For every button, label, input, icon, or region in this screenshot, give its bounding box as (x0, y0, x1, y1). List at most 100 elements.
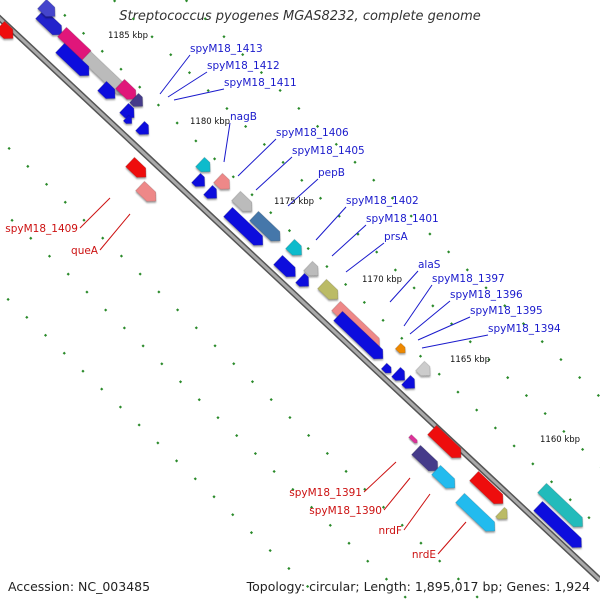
gene-arrow[interactable] (495, 506, 512, 523)
gene-arrow[interactable] (333, 310, 388, 363)
gene-arrow[interactable] (455, 492, 500, 535)
gene-arrow[interactable] (537, 482, 588, 531)
gene-label-spym18_1402[interactable]: spyM18_1402 (346, 195, 419, 207)
track-dot (456, 390, 460, 394)
track-dot (393, 268, 397, 272)
gene-label-spym18_1411[interactable]: spyM18_1411 (224, 77, 297, 89)
gene-arrow[interactable] (285, 238, 307, 259)
gene-label-pepb[interactable]: pepB (318, 167, 345, 179)
gene-arrow[interactable] (431, 464, 460, 492)
label-leader (315, 206, 347, 241)
gene-label-spym18_1406[interactable]: spyM18_1406 (276, 127, 349, 139)
gene-label-spym18_1395[interactable]: spyM18_1395 (470, 305, 543, 317)
gene-arrow[interactable] (380, 362, 394, 376)
track-dot (232, 362, 236, 366)
gene-arrow[interactable] (203, 184, 222, 203)
gene-arrow[interactable] (427, 424, 466, 462)
gene-label-spym18_1405[interactable]: spyM18_1405 (292, 145, 365, 157)
track-dot (176, 308, 180, 312)
gene-arrow[interactable] (125, 156, 151, 182)
label-leader (389, 270, 419, 303)
track-dot (235, 434, 239, 438)
gene-arrow[interactable] (249, 210, 285, 245)
gene-label-spym18_1412[interactable]: spyM18_1412 (207, 60, 280, 72)
label-leader (403, 284, 433, 327)
track-dot (44, 182, 49, 186)
gene-arrow[interactable] (213, 172, 235, 193)
track-dot (287, 229, 292, 233)
track-dot (297, 106, 301, 110)
gene-arrow[interactable] (195, 156, 215, 176)
track-dot (400, 336, 404, 340)
gene-label-nrdf[interactable]: nrdF (379, 525, 403, 537)
track-dot (197, 398, 201, 402)
track-dot (524, 394, 529, 398)
gene-arrow[interactable] (35, 8, 67, 39)
track-dot (531, 462, 535, 466)
gene-arrow[interactable] (411, 444, 443, 475)
gene-arrow[interactable] (191, 172, 210, 191)
track-dot (493, 426, 497, 430)
gene-arrow[interactable] (415, 360, 435, 380)
track-dot (203, 17, 207, 21)
gene-arrow[interactable] (135, 180, 161, 206)
gene-label-spym18_1394[interactable]: spyM18_1394 (488, 323, 561, 335)
gene-label-prsa[interactable]: prsA (384, 231, 408, 243)
gene-label-nrde[interactable]: nrdE (412, 549, 436, 561)
track-dot (325, 264, 329, 269)
track-dot (10, 218, 14, 222)
label-leader (99, 213, 131, 251)
gene-label-nagb[interactable]: nagB (230, 111, 257, 123)
track-dot (231, 513, 235, 517)
track-dot (543, 411, 547, 416)
track-dot (356, 232, 360, 236)
gene-label-spym18_1413[interactable]: spyM18_1413 (190, 43, 263, 55)
gene-arrow[interactable] (97, 80, 120, 103)
track-dot (119, 254, 124, 258)
gene-arrow[interactable] (223, 206, 268, 249)
gene-label-spym18_1391[interactable]: spyM18_1391 (289, 487, 362, 499)
gene-arrow[interactable] (533, 500, 586, 552)
gene-label-spym18_1396[interactable]: spyM18_1396 (450, 289, 523, 301)
track-dot (449, 322, 454, 326)
gene-arrow[interactable] (408, 434, 419, 445)
gene-arrow[interactable] (317, 278, 343, 304)
gene-arrow[interactable] (231, 190, 257, 216)
topology-text: Topology: circular; Length: 1,895,017 bp… (246, 579, 590, 594)
gene-arrow[interactable] (135, 120, 154, 139)
gene-arrow[interactable] (0, 20, 18, 43)
track-dot (581, 447, 585, 451)
gene-label-quea[interactable]: queA (71, 245, 99, 257)
gene-arrow[interactable] (273, 254, 300, 281)
label-leader (223, 122, 231, 163)
track-dot (62, 351, 66, 355)
gene-arrow[interactable] (469, 470, 508, 508)
gene-arrow[interactable] (122, 114, 134, 126)
track-dot (390, 196, 395, 200)
scale-tick-label: 1170 kbp (362, 275, 402, 285)
track-dot (82, 218, 86, 222)
gene-arrow[interactable] (115, 78, 141, 104)
label-leader (409, 300, 451, 335)
track-dot (272, 469, 276, 474)
gene-label-spym18_1397[interactable]: spyM18_1397 (432, 273, 505, 285)
gene-label-spym18_1390[interactable]: spyM18_1390 (309, 505, 382, 517)
track-dot (307, 433, 311, 438)
gene-label-spym18_1409[interactable]: spyM18_1409 (5, 223, 78, 235)
gene-arrow[interactable] (401, 374, 420, 393)
gene-arrow[interactable] (394, 342, 408, 356)
gene-arrow[interactable] (37, 0, 60, 21)
gene-label-spym18_1401[interactable]: spyM18_1401 (366, 213, 439, 225)
gene-arrow[interactable] (303, 260, 323, 280)
gene-arrow[interactable] (295, 272, 314, 291)
track-dot (506, 376, 510, 380)
gene-arrow[interactable] (129, 92, 148, 111)
gene-arrow[interactable] (55, 42, 94, 80)
track-dot (85, 290, 89, 294)
track-dot (447, 250, 451, 254)
track-dot (138, 85, 142, 89)
gene-label-alas[interactable]: alaS (418, 259, 441, 271)
track-dot (344, 282, 348, 287)
gene-arrow[interactable] (391, 366, 410, 385)
